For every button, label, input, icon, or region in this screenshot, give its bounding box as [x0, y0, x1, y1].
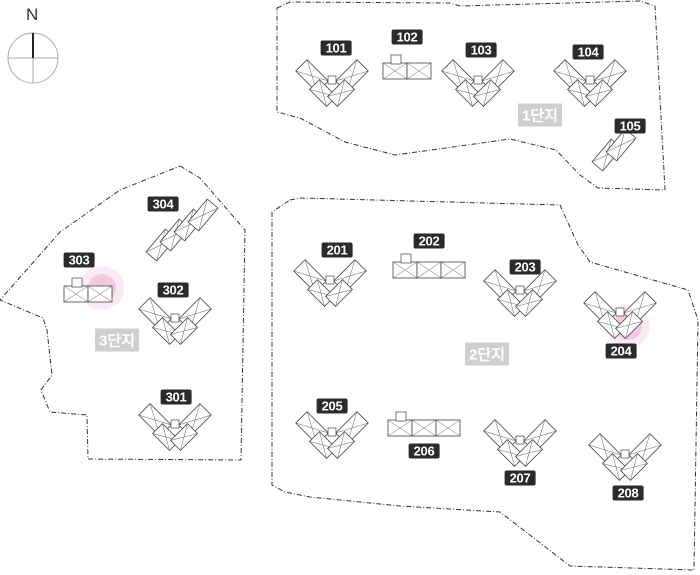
building-208[interactable]	[588, 433, 662, 482]
zone1-label: 1단지	[518, 103, 562, 127]
building-201[interactable]	[293, 259, 367, 308]
building-105[interactable]	[591, 128, 637, 172]
building-101[interactable]	[295, 59, 369, 108]
building-label-204[interactable]: 204	[605, 343, 637, 359]
building-label-104[interactable]: 104	[572, 44, 604, 60]
building-label-202[interactable]: 202	[413, 233, 445, 249]
compass-icon	[7, 32, 59, 84]
building-102[interactable]	[382, 54, 432, 80]
building-label-102[interactable]: 102	[391, 29, 423, 45]
building-label-103[interactable]: 103	[465, 42, 497, 58]
zone3-boundary	[0, 165, 246, 461]
building-label-304[interactable]: 304	[147, 196, 179, 212]
building-104[interactable]	[553, 59, 627, 108]
building-label-303[interactable]: 303	[63, 252, 95, 268]
building-label-207[interactable]: 207	[504, 470, 536, 486]
building-203[interactable]	[483, 269, 557, 318]
building-303[interactable]	[63, 266, 124, 310]
building-label-205[interactable]: 205	[316, 398, 348, 414]
building-206[interactable]	[387, 411, 461, 437]
zone2-boundary	[271, 197, 699, 571]
zone2-label: 2단지	[465, 342, 509, 366]
building-302[interactable]	[138, 297, 212, 346]
building-207[interactable]	[483, 419, 557, 468]
north-label: N	[26, 5, 39, 24]
building-label-206[interactable]: 206	[408, 443, 440, 459]
building-202[interactable]	[392, 253, 466, 279]
building-label-301[interactable]: 301	[160, 389, 192, 405]
building-label-203[interactable]: 203	[509, 259, 541, 275]
building-103[interactable]	[441, 59, 515, 108]
building-label-101[interactable]: 101	[320, 40, 352, 56]
building-label-208[interactable]: 208	[612, 485, 644, 501]
building-301[interactable]	[138, 403, 212, 452]
building-label-201[interactable]: 201	[321, 242, 353, 258]
building-204[interactable]	[583, 291, 657, 348]
building-label-105[interactable]: 105	[614, 118, 646, 134]
building-label-302[interactable]: 302	[157, 282, 189, 298]
building-304[interactable]	[145, 198, 219, 262]
building-205[interactable]	[295, 411, 369, 460]
zone3-label: 3단지	[95, 328, 139, 352]
zone1-boundary	[276, 0, 666, 191]
